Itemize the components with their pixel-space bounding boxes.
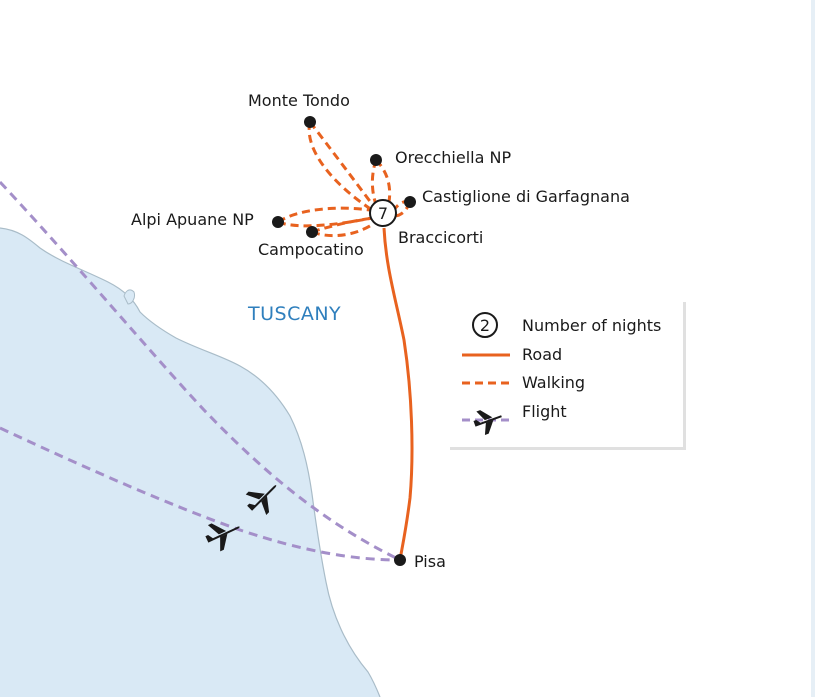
place-label-braccicorti: Braccicorti — [398, 228, 483, 247]
location-dot-icon — [370, 154, 382, 166]
location-dot-icon — [272, 216, 284, 228]
legend-road-label: Road — [522, 345, 562, 364]
flight-route — [0, 426, 401, 562]
map-edge-strip — [811, 0, 815, 697]
legend-walking-label: Walking — [522, 373, 585, 392]
flight-route — [0, 180, 401, 562]
place-label-alpi-apuane: Alpi Apuane NP — [131, 210, 254, 229]
location-dot-icon — [404, 196, 416, 208]
legend-flight-label: Flight — [522, 402, 567, 421]
place-label-monte-tondo: Monte Tondo — [248, 91, 350, 110]
place-label-orecchiella: Orecchiella NP — [395, 148, 511, 167]
place-label-campocatino: Campocatino — [258, 240, 364, 259]
airplane-icon — [473, 410, 502, 435]
airplane-icon — [205, 523, 240, 552]
legend-nights-symbol: 2 — [472, 312, 498, 338]
location-dot-icon — [394, 554, 406, 566]
legend-nights-sample: 2 — [480, 316, 490, 335]
base-stop-marker: 7 — [369, 199, 397, 227]
road-route — [382, 227, 414, 561]
legend-nights-label: Number of nights — [522, 316, 661, 335]
sea-area — [0, 228, 380, 697]
walking-route-alpi-apuane — [277, 206, 371, 224]
place-label-pisa: Pisa — [414, 552, 446, 571]
walking-route-monte-tondo — [308, 121, 380, 213]
base-stop-nights: 7 — [378, 204, 388, 223]
walking-route-campocatino — [311, 220, 377, 238]
region-label: TUSCANY — [247, 303, 341, 325]
walking-route-monte-tondo — [307, 121, 373, 212]
place-label-castiglione: Castiglione di Garfagnana — [422, 187, 630, 206]
legend: 2 Number of nights Road Walking Flight — [447, 299, 686, 450]
location-dot-icon — [304, 116, 316, 128]
airplane-icon — [245, 485, 277, 515]
location-dot-icon — [306, 226, 318, 238]
coastline — [0, 227, 381, 697]
walking-route-alpi-apuane — [277, 216, 373, 228]
coast-inlet — [123, 289, 135, 305]
